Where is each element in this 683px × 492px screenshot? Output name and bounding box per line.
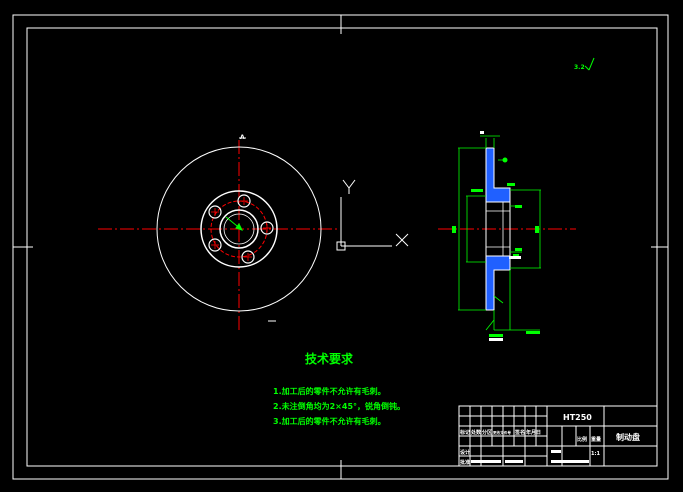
label-designer: 设计 bbox=[460, 449, 470, 456]
disc-section-top bbox=[485, 147, 511, 203]
section-dimension-text-blocks bbox=[452, 157, 540, 337]
section-dimensions bbox=[458, 135, 541, 331]
label-date: 年月日 bbox=[526, 429, 541, 436]
weight-label: 重量 bbox=[591, 436, 601, 443]
note-item-3: 3.加工后的零件不允许有毛刺。 bbox=[273, 416, 386, 426]
label-mark: 标记 bbox=[459, 429, 470, 436]
title-block bbox=[458, 405, 658, 467]
notes-title: 技术要求 bbox=[305, 351, 354, 366]
disc-section-bottom bbox=[485, 255, 511, 311]
bolt-hole bbox=[208, 238, 222, 252]
label-approve: 批准 bbox=[460, 459, 470, 466]
center-bore-circle bbox=[219, 209, 259, 249]
scale-label: 比例 bbox=[577, 436, 587, 443]
bolt-hole bbox=[237, 194, 251, 208]
scale-value: 1:1 bbox=[591, 451, 600, 457]
roughness-value: 3.2 bbox=[574, 64, 585, 71]
label-count: 处数 bbox=[470, 429, 482, 436]
bolt-hole bbox=[208, 205, 222, 219]
center-dimension-leader bbox=[225, 216, 243, 231]
section-white-annotations bbox=[480, 131, 521, 341]
bolt-hole bbox=[260, 221, 274, 235]
part-name-text: 制动盘 bbox=[616, 432, 640, 442]
frame-centering-marks bbox=[13, 15, 668, 479]
section-view bbox=[438, 131, 576, 341]
bolt-holes bbox=[208, 194, 274, 264]
bore-inner-circle bbox=[223, 213, 255, 245]
ucs-axis-icon bbox=[336, 179, 409, 251]
note-item-1: 1.加工后的零件不允许有毛刺。 bbox=[273, 386, 386, 396]
bolt-hole bbox=[241, 250, 255, 264]
front-view: A bbox=[98, 134, 338, 333]
label-signature: 签名 bbox=[514, 429, 525, 436]
hub-outline bbox=[485, 201, 511, 257]
label-change-doc: 更改文件号 bbox=[492, 430, 511, 435]
title-block-fill-marks bbox=[471, 450, 589, 463]
roughness-symbol bbox=[584, 57, 595, 71]
title-block-row-labels: 标记 处数 分区 更改文件号 签名 年月日 设计 批准 bbox=[459, 429, 541, 466]
inner-frame bbox=[26, 27, 658, 467]
hub-outer-circle bbox=[200, 190, 278, 268]
label-zone: 分区 bbox=[482, 429, 492, 436]
section-mark-top: A bbox=[240, 134, 245, 141]
note-item-2: 2.未注倒角均为2×45°，锐角倒钝。 bbox=[273, 401, 405, 411]
material-text: HT250 bbox=[563, 413, 592, 422]
section-cut-marks bbox=[239, 137, 276, 322]
disc-outer-circle bbox=[156, 146, 322, 312]
bolt-hole-crosses bbox=[211, 197, 271, 261]
